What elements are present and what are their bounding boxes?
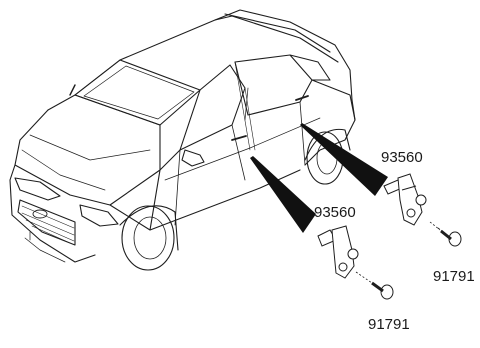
windshield (74, 59, 201, 126)
car-roof (119, 9, 353, 101)
rear-door-line (299, 101, 306, 166)
door-switch-front (317, 225, 359, 279)
pointer-wedge-rear (300, 123, 388, 196)
hood (14, 94, 161, 206)
grille (17, 199, 76, 246)
door-handle-rear (295, 95, 309, 101)
rocker-panel (109, 169, 301, 231)
front-wheel-arch (119, 205, 179, 251)
screw-front (371, 281, 394, 300)
roof-rail (224, 13, 331, 53)
callout-switch-front: 93560 (314, 204, 356, 221)
rear-window (234, 54, 313, 116)
headlamp-right (79, 204, 119, 227)
screw-rear (437, 227, 462, 247)
front-window (179, 64, 246, 151)
callout-screw-rear: 91791 (433, 268, 475, 285)
rear-wheel-arch (304, 128, 351, 161)
callout-switch-rear: 93560 (381, 149, 423, 166)
front-wheel (121, 205, 175, 271)
side-mirror (181, 149, 205, 167)
headlamp-left (14, 177, 61, 201)
door-handle-front (231, 135, 247, 141)
antenna (69, 84, 76, 96)
emblem (32, 209, 48, 219)
callout-screw-front: 91791 (368, 316, 410, 333)
door-switch-rear (383, 173, 427, 226)
pointer-wedge-front (250, 156, 316, 233)
front-bumper (9, 164, 96, 263)
